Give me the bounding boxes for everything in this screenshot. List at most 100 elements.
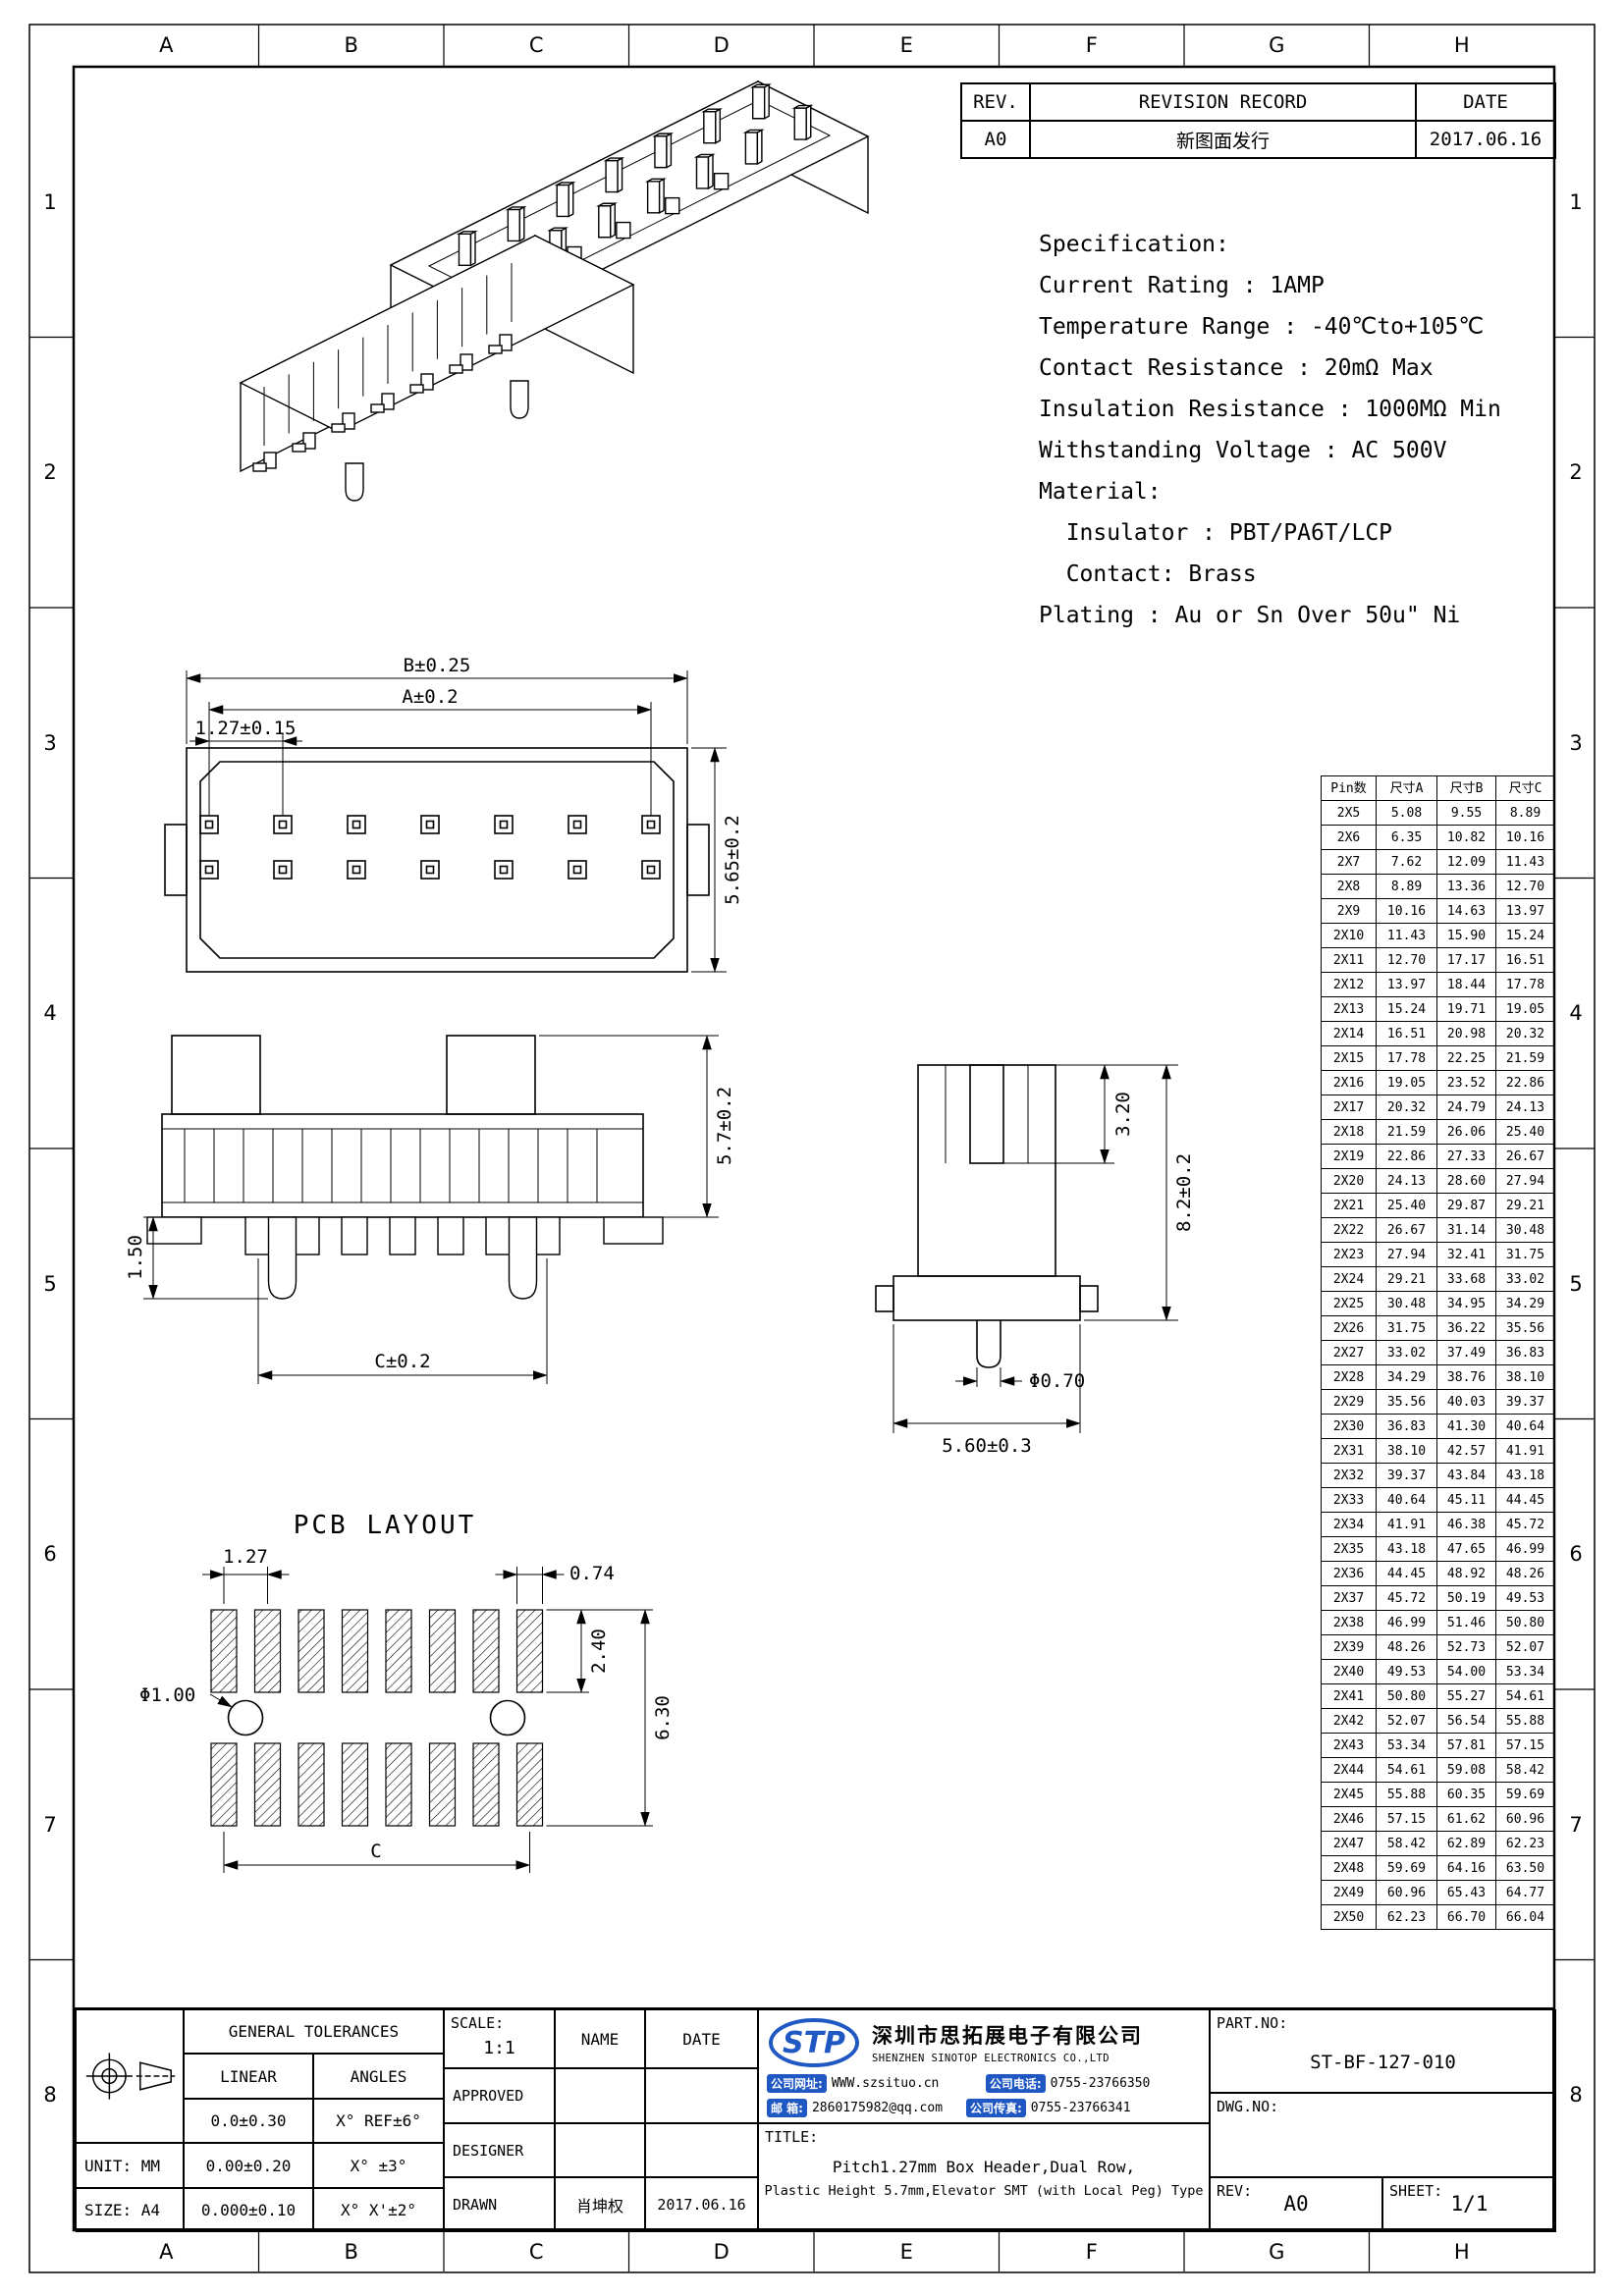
smt-lead: [437, 1216, 464, 1255]
date-header: DATE: [1415, 82, 1556, 122]
grid-zone-label: 7: [43, 1812, 57, 1837]
pin-table-cell: 2X31: [1321, 1438, 1377, 1464]
approved-date-cell: [645, 2068, 758, 2123]
smt-lead: [293, 1216, 320, 1255]
drawn-date: 2017.06.16: [657, 2196, 746, 2214]
smt-lead: [485, 1216, 513, 1255]
pin-table-cell: 2X21: [1321, 1193, 1377, 1218]
pin-table-cell: 2X16: [1321, 1070, 1377, 1095]
pin-contact: [199, 815, 219, 834]
grid-zone-label: 8: [43, 2083, 57, 2108]
dim-label-pad-height: 2.40: [588, 1629, 610, 1674]
sheet-value: 1/1: [1450, 2192, 1489, 2216]
revision-record: 新图面发行: [1029, 120, 1417, 159]
tolerance-value: 0.00±0.20: [205, 2156, 292, 2175]
pcb-pad: [472, 1609, 500, 1693]
pin-contact-core: [278, 820, 288, 829]
size-cell: SIZE: A4: [76, 2188, 184, 2232]
front-view: B±0.25 A±0.2 1.27±0.15 5.65±0.2: [164, 655, 743, 973]
pin-table-cell: 44.45: [1495, 1487, 1555, 1513]
spec-line: Insulation Resistance : 1000MΩ Min: [1039, 397, 1501, 422]
pin-table-cell: 2X14: [1321, 1021, 1377, 1046]
designer-label: DESIGNER: [453, 2141, 524, 2160]
tolerance-value: X° REF±6°: [336, 2111, 421, 2130]
pin-table-cell: 48.92: [1436, 1561, 1496, 1586]
smt-lead: [460, 353, 473, 371]
pin-table-cell: 55.88: [1495, 1708, 1555, 1734]
pin-table-cell: 13.36: [1436, 874, 1496, 899]
pin-3d: [695, 156, 710, 189]
pin-table-cell: 61.62: [1436, 1806, 1496, 1832]
pin-table-cell: 62.89: [1436, 1831, 1496, 1856]
linear-tolerance-1: 0.0±0.30: [184, 2099, 313, 2143]
dim-label-pitch: 1.27±0.15: [195, 718, 297, 739]
contact-row: 邮 箱: 2860175982@qq.com 公司传真: 0755-237663…: [767, 2096, 1205, 2120]
pcb-pad: [428, 1742, 457, 1827]
title-line-1: Pitch1.27mm Box Header,Dual Row,: [832, 2158, 1136, 2176]
tolerance-value: 0.0±0.30: [210, 2111, 287, 2130]
dim-label-c: C±0.2: [374, 1351, 430, 1372]
smt-lead: [389, 1216, 416, 1255]
pin-table-cell: 13.97: [1495, 898, 1555, 924]
pin-table-cell: 8.89: [1376, 874, 1437, 899]
pin-3d: [707, 153, 714, 190]
grid-zone-label: H: [1453, 33, 1470, 57]
pin-table-cell: 66.70: [1436, 1904, 1496, 1930]
grid-zone-label: H: [1453, 2239, 1470, 2264]
name-header: NAME: [555, 2009, 645, 2068]
grid-zone-label: 5: [1569, 1271, 1583, 1296]
pcb-layout-view: PCB LAYOUT 1.27 0.74 2.: [139, 1511, 674, 1873]
pin-contact: [641, 815, 661, 834]
pin-table-cell: 49.53: [1376, 1659, 1437, 1684]
smt-lead: [341, 1216, 368, 1255]
pin-table-cell: 2X30: [1321, 1414, 1377, 1439]
pcb-pad: [210, 1742, 238, 1827]
pin-table-cell: 16.51: [1376, 1021, 1437, 1046]
pin-contact: [273, 860, 293, 880]
pin-contact: [347, 860, 366, 880]
smt-lead: [302, 432, 316, 450]
smt-lead: [342, 412, 355, 430]
dim-label-peg-dia: Φ0.70: [1029, 1370, 1085, 1392]
name-label: NAME: [580, 2029, 620, 2049]
company-name-en: SHENZHEN SINOTOP ELECTRONICS CO.,LTD: [872, 2053, 1110, 2064]
pin-table-cell: 40.64: [1495, 1414, 1555, 1439]
pin-3d: [617, 156, 623, 193]
pin-table-cell: 34.29: [1376, 1364, 1437, 1390]
grid-zone-label: 5: [43, 1271, 57, 1296]
pin-table-cell: 30.48: [1495, 1217, 1555, 1243]
grid-zone-label: A: [159, 2239, 174, 2264]
pin-table-cell: 38.76: [1436, 1364, 1496, 1390]
pin-table-cell: 35.56: [1376, 1389, 1437, 1415]
dim-label-total-height: 8.2±0.2: [1173, 1153, 1195, 1232]
pin-table-cell: 2X7: [1321, 849, 1377, 875]
spec-line: Withstanding Voltage : AC 500V: [1039, 438, 1447, 463]
pin-table-cell: 12.09: [1436, 849, 1496, 875]
pin-table-cell: 25.40: [1495, 1119, 1555, 1145]
dim-label-width: 5.60±0.3: [942, 1435, 1032, 1457]
company-contacts: 公司网址: WWW.szsituo.cn 公司电话: 0755-23766350…: [767, 2071, 1205, 2120]
pcb-pad: [253, 1742, 282, 1827]
pin-table-cell: 2X23: [1321, 1242, 1377, 1267]
pin-contact-core: [204, 820, 214, 829]
pin-3d: [568, 181, 574, 218]
pcb-pad: [428, 1609, 457, 1693]
smt-lead: [420, 373, 434, 391]
pin-table-cell: 2X47: [1321, 1831, 1377, 1856]
pin-3d: [791, 104, 814, 109]
pin-table-cell: 54.61: [1495, 1683, 1555, 1709]
pin-table-cell: 2X18: [1321, 1119, 1377, 1145]
pin-table-cell: 36.83: [1376, 1414, 1437, 1439]
contact-row: 公司网址: WWW.szsituo.cn 公司电话: 0755-23766350: [767, 2071, 1205, 2096]
pin-table-cell: 2X6: [1321, 825, 1377, 850]
pin-table-cell: 2X36: [1321, 1561, 1377, 1586]
pin-table-cell: 19.05: [1376, 1070, 1437, 1095]
pin-3d: [756, 129, 763, 166]
pin-table-cell: 52.07: [1376, 1708, 1437, 1734]
